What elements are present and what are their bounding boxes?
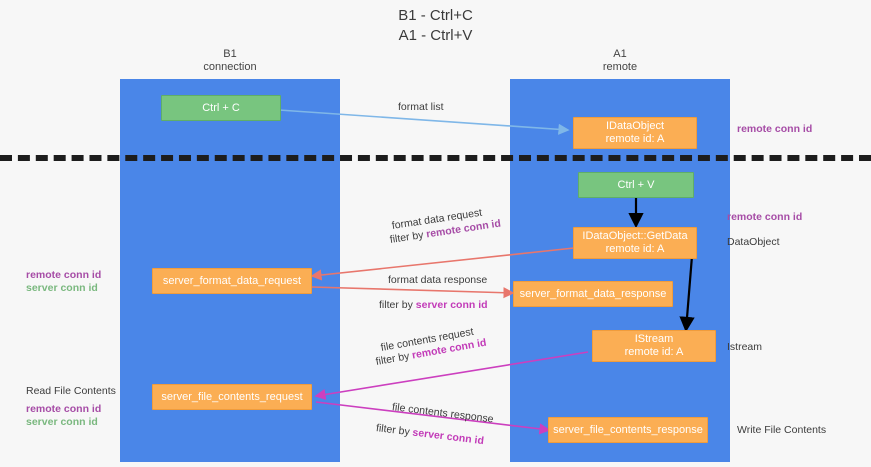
annotation-right-write-file-contents: Write File Contents [737,424,827,436]
title-line-1: B1 - Ctrl+C [398,7,473,24]
arrow-format-data-response [311,286,515,299]
edge-label-format-data-response-filter: filter by server conn id [379,299,488,312]
edge-label-format-data-response: format data response [388,274,488,286]
box-istream-line2: remote id: A [624,346,684,358]
box-idataobject-line1: IDataObject [605,120,665,132]
annotation-right-istream: Istream [727,341,763,353]
annotation-left-remote-conn-id-1: remote conn id [26,269,102,281]
annotation-right-remote-conn-id-1: remote conn id [737,123,813,135]
arrow-getdata-to-istream [679,255,695,333]
box-idataobject-line2: remote id: A [605,133,665,145]
lane-header-b1: B1 connection [120,48,340,74]
diagram-title: B1 - Ctrl+C A1 - Ctrl+V [0,6,871,46]
phase-divider [0,155,871,161]
edge-label-format-list: format list [398,101,444,113]
box-server-format-data-request[interactable]: server_format_data_request [152,268,312,294]
box-server-file-contents-response[interactable]: server_file_contents_response [548,417,708,443]
annotation-left-read-file-contents: Read File Contents [26,385,116,397]
annotation-right-dataobject: DataObject [727,236,780,248]
box-istream[interactable]: IStream remote id: A [592,330,716,362]
lane-header-a1-name: A1 [613,48,627,60]
box-server-format-data-response[interactable]: server_format_data_response [513,281,673,307]
annotation-left-remote-conn-id-2: remote conn id [26,403,102,415]
box-server-file-contents-request[interactable]: server_file_contents_request [152,384,312,410]
lane-header-b1-sub: connection [203,61,257,73]
arrow-format-list [278,109,570,135]
lane-header-a1-sub: remote [602,61,638,73]
arrow-file-contents-request [314,351,589,400]
box-ctrl-c[interactable]: Ctrl + C [161,95,281,121]
box-istream-line1: IStream [634,333,674,345]
title-line-2: A1 - Ctrl+V [398,27,473,44]
box-getdata[interactable]: IDataObject::GetData remote id: A [573,227,697,259]
annotation-left-server-conn-id-2: server conn id [26,416,98,428]
server-conn-id-text-1: server conn id [415,299,488,311]
box-getdata-line2: remote id: A [605,243,665,255]
annotation-right-remote-conn-id-2: remote conn id [727,211,803,223]
box-idataobject[interactable]: IDataObject remote id: A [573,117,697,149]
filter-by-text-2: filter by [379,299,413,311]
arrow-file-contents-response [315,401,551,435]
arrow-format-data-request [310,247,575,281]
lane-header-a1: A1 remote [510,48,730,74]
lane-header-b1-name: B1 [223,48,237,60]
box-ctrl-v[interactable]: Ctrl + V [578,172,694,198]
annotation-left-server-conn-id-1: server conn id [26,282,98,294]
box-getdata-line1: IDataObject::GetData [582,230,688,242]
